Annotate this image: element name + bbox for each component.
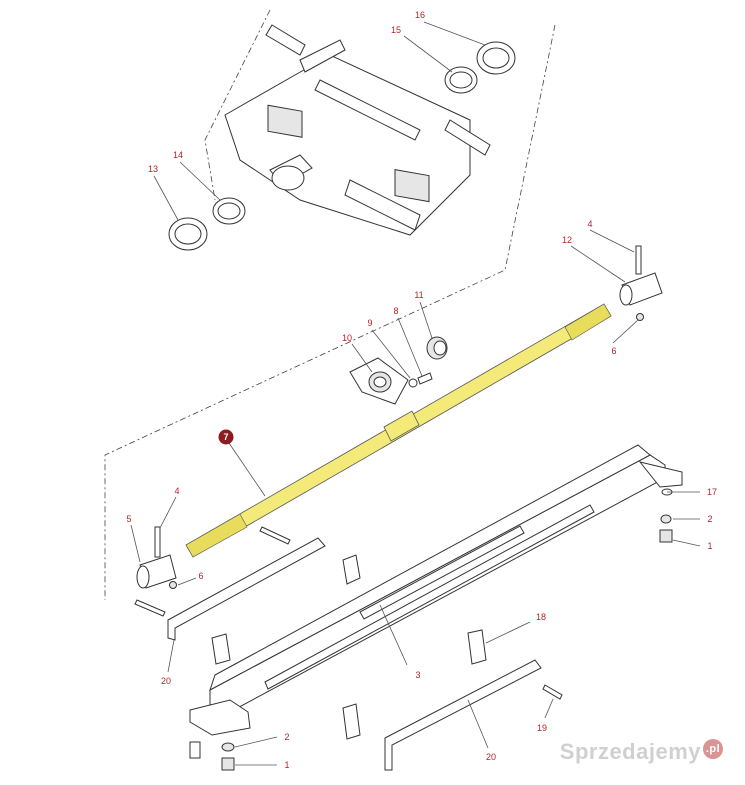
front-axle-housing: [224, 24, 491, 236]
seal-16: [476, 41, 516, 75]
nut-6-right: [636, 313, 644, 321]
callout-3: 3: [415, 670, 420, 680]
bracket-block-left: [211, 633, 231, 665]
coupling-5: [136, 554, 177, 589]
callout-14: 14: [173, 150, 183, 160]
washer-2-right: [660, 514, 672, 524]
strip-20-right: [384, 659, 542, 771]
leader-lines: [130, 21, 701, 766]
bush-11: [426, 336, 448, 360]
watermark-badge: .pl: [703, 739, 723, 759]
bearing-housing-10: [349, 357, 409, 405]
watermark-logo: Sprzedajemy.pl: [560, 739, 723, 765]
bolt-19: [542, 684, 563, 700]
callout-9: 9: [367, 318, 372, 328]
watermark-text: Sprzedajemy: [559, 739, 701, 764]
bolt-1-right: [659, 529, 673, 543]
callout-2-left: 2: [284, 732, 289, 742]
callout-18: 18: [536, 612, 546, 622]
grease-nipple-8: [417, 372, 433, 385]
bolt-4-left: [154, 526, 161, 558]
callout-7: 7: [223, 432, 228, 442]
washer-9: [408, 378, 418, 388]
callout-8: 8: [393, 306, 398, 316]
bolt-4-right: [635, 245, 642, 275]
bolt-shaft-side: [259, 526, 291, 545]
seal-14: [212, 197, 246, 225]
callout-10: 10: [342, 333, 352, 343]
callout-20-left: 20: [161, 676, 171, 686]
bracket-block-lower: [342, 703, 361, 740]
callout-1-left: 1: [284, 760, 289, 770]
nut-6-left: [169, 581, 177, 589]
callout-6-left: 6: [198, 571, 203, 581]
strip-20-left: [167, 537, 326, 641]
callout-11: 11: [414, 290, 423, 300]
seal-15: [444, 66, 478, 94]
washer-2-left: [221, 742, 235, 752]
callout-15: 15: [391, 25, 401, 35]
callout-17: 17: [707, 487, 717, 497]
callout-16: 16: [415, 10, 425, 20]
callout-6-right: 6: [611, 346, 616, 356]
callout-4-right: 4: [587, 219, 592, 229]
callout-12: 12: [562, 235, 572, 245]
callout-5: 5: [126, 514, 131, 524]
axle-group-boundary: [104, 9, 556, 600]
bolt-1-left: [221, 757, 235, 771]
bracket-block-upper: [342, 554, 361, 585]
mounting-frame-3: [189, 444, 683, 736]
bolt-left-lower: [134, 599, 166, 617]
drive-shaft-7: [185, 303, 612, 558]
coupling-12: [619, 272, 663, 306]
callout-2-right: 2: [707, 514, 712, 524]
callout-4-left: 4: [174, 486, 179, 496]
seal-13: [168, 217, 208, 251]
callout-20-right: 20: [486, 752, 496, 762]
bracket-18: [467, 629, 487, 665]
bolt-left-bottom: [189, 741, 201, 759]
callout-13: 13: [148, 164, 158, 174]
callout-1-right: 1: [707, 541, 712, 551]
callout-19: 19: [537, 723, 547, 733]
callout-7-marker: [218, 429, 234, 445]
